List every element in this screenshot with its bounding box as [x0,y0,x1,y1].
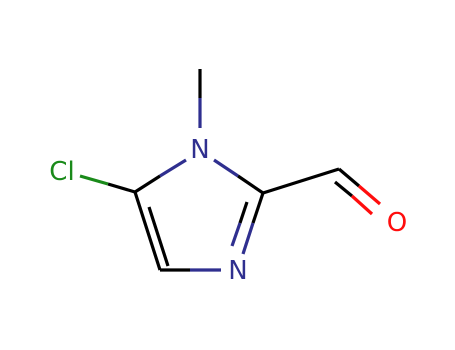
n3-c2-inner-bond-nitrogen-part [230,222,242,247]
c5-cl-bond-chlorine-part [79,174,109,186]
n3-c2-bond-carbon-part [251,192,265,224]
c5-c4-inner-bond [147,206,170,267]
nitrogen-1-label: N [190,135,209,165]
n1-c2-bond-nitrogen-part [213,158,239,178]
cho-o-inner-bond-oxygen-part [350,194,374,216]
c5-c4-bond [133,191,162,271]
n1-c2-bond-carbon-part [237,174,264,195]
n1-c5-bond-nitrogen-part [159,158,187,178]
n3-c2-bond-nitrogen-part [241,222,255,255]
cho-o-bond-oxygen-part [357,184,382,206]
cho-o-inner-bond-carbon-part [333,180,354,198]
oxygen-label: O [387,208,407,238]
c2-cho-bond [262,167,340,195]
n1-c5-bond-carbon-part [134,174,161,194]
cho-o-bond-carbon-part [337,167,361,188]
n3-c2-inner-bond-carbon-part [238,201,249,224]
chlorine-label: Cl [49,157,74,187]
c5-cl-bond-carbon-part [107,182,136,194]
nitrogen-3-label: N [228,256,247,286]
